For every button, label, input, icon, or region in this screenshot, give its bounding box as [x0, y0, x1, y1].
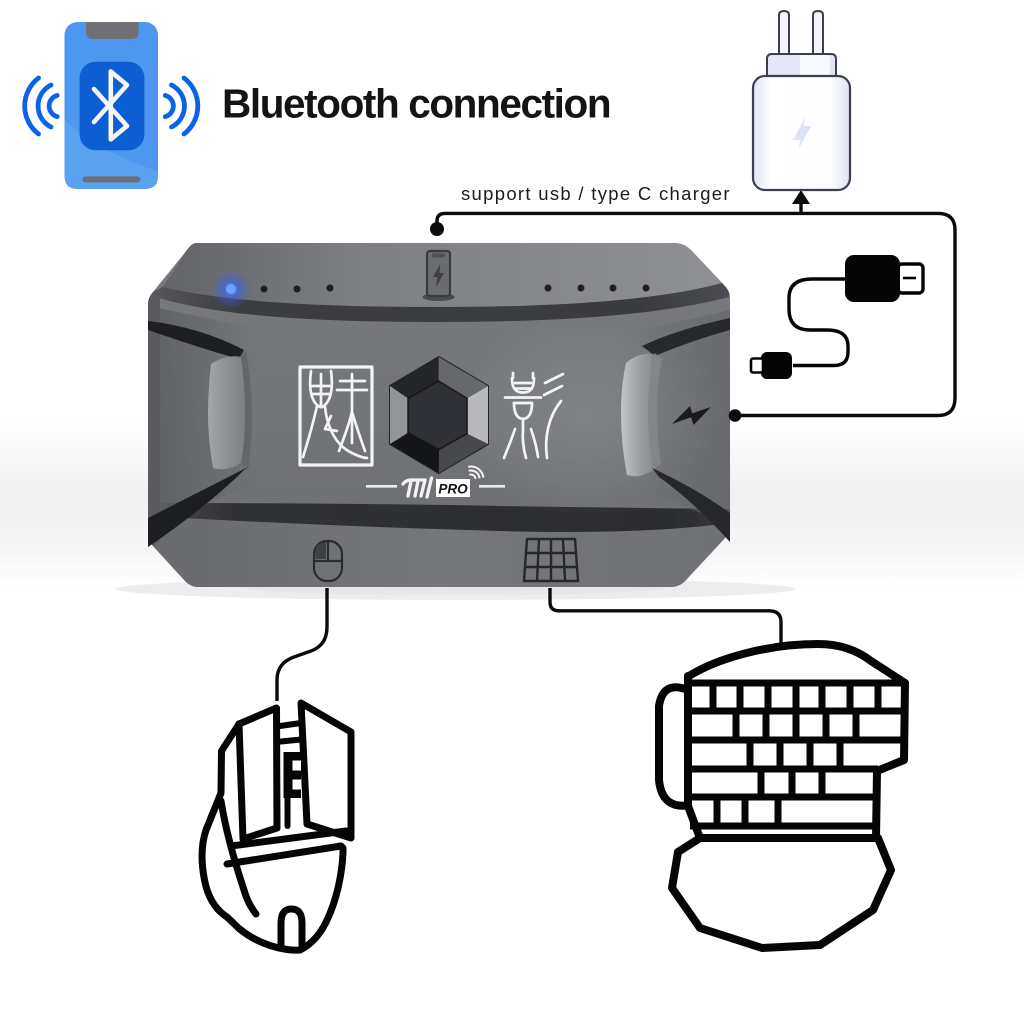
svg-text:support usb / type C charger: support usb / type C charger [461, 183, 731, 204]
svg-text:PRO: PRO [438, 482, 468, 497]
svg-text:Bluetooth connection: Bluetooth connection [222, 81, 610, 127]
